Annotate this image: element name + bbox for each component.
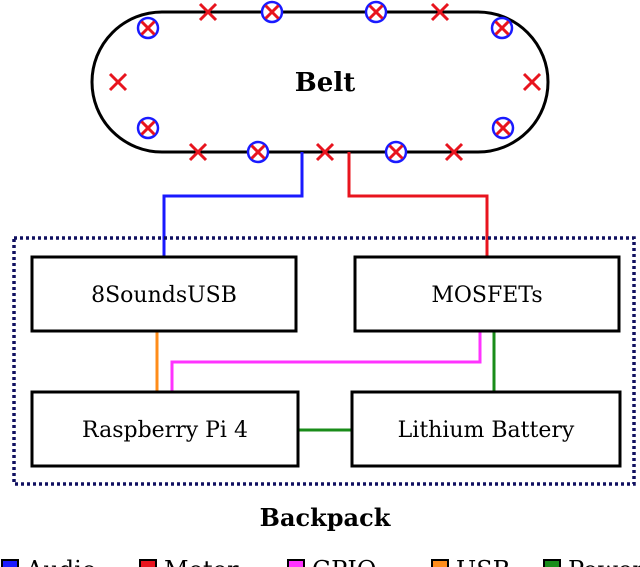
legend-item-power: Power	[543, 556, 640, 567]
component-battery-label: Lithium Battery	[398, 418, 575, 443]
cross-icon	[188, 142, 208, 162]
backpack-label: Backpack	[260, 503, 392, 532]
legend-label: GPIO	[312, 556, 376, 567]
circle-cross-icon	[246, 140, 270, 164]
circle-cross-icon	[364, 0, 388, 24]
cross-icon	[430, 2, 450, 22]
legend-swatch	[431, 559, 449, 567]
connections	[155, 152, 496, 432]
legend-label: USB	[456, 556, 510, 567]
component-raspberry-pi-label: Raspberry Pi 4	[82, 418, 248, 443]
circle-cross-icon	[490, 16, 514, 40]
component-raspberry-pi: Raspberry Pi 4	[30, 390, 300, 468]
belt-outline	[90, 10, 550, 154]
belt-label: Belt	[295, 68, 355, 98]
legend-item-gpio: GPIO	[287, 556, 376, 567]
belt-markers	[108, 0, 542, 164]
component-sounds-usb-label: 8SoundsUSB	[91, 283, 237, 308]
gpio-wire	[170, 331, 482, 392]
legend-swatch	[287, 559, 305, 567]
motor-wire	[347, 152, 489, 257]
circle-cross-icon	[384, 140, 408, 164]
cross-icon	[315, 142, 335, 162]
legend-swatch	[1, 559, 19, 567]
legend-label: Motor	[164, 556, 239, 567]
component-mosfets-label: MOSFETs	[431, 283, 542, 308]
circle-cross-icon	[260, 0, 284, 24]
legend-swatch	[543, 559, 561, 567]
legend-item-usb: USB	[431, 556, 510, 567]
legend-label: Audio	[25, 556, 96, 567]
audio-wire	[162, 152, 304, 257]
cross-icon	[108, 72, 128, 92]
legend-label: Power	[568, 556, 640, 567]
belt: Belt	[90, 10, 550, 154]
legend-swatch	[139, 559, 157, 567]
component-mosfets: MOSFETs	[353, 255, 621, 333]
circle-cross-icon	[491, 116, 515, 140]
legend-item-motor: Motor	[139, 556, 239, 567]
cross-icon	[198, 2, 218, 22]
component-sounds-usb: 8SoundsUSB	[30, 255, 298, 333]
backpack-border	[12, 236, 636, 486]
component-battery: Lithium Battery	[350, 390, 622, 468]
circle-cross-icon	[136, 16, 160, 40]
cross-icon	[444, 142, 464, 162]
legend: Audio Motor GPIO USB Power	[1, 556, 640, 567]
legend-item-audio: Audio	[1, 556, 96, 567]
circle-cross-icon	[136, 116, 160, 140]
cross-icon	[522, 72, 542, 92]
